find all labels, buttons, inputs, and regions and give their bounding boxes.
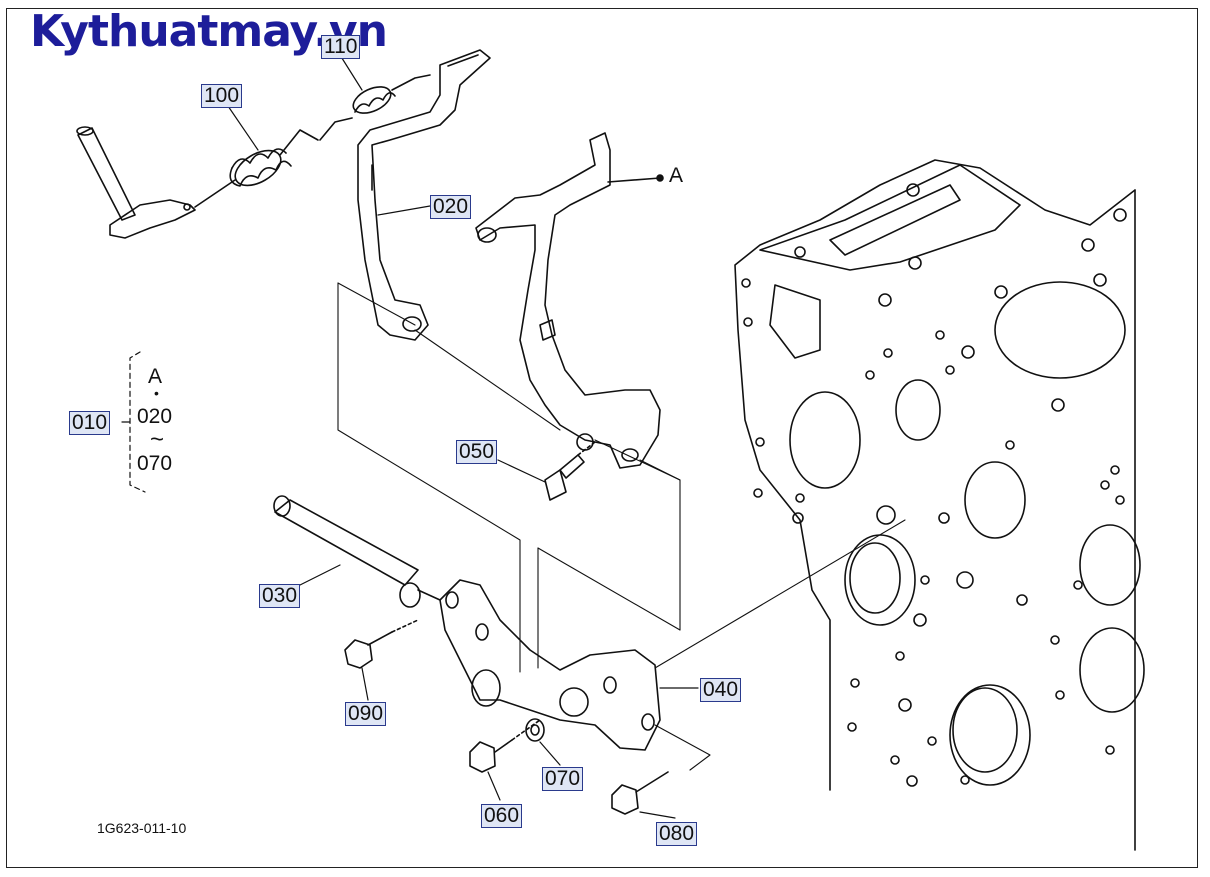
spring-110 bbox=[319, 74, 431, 141]
callout-050[interactable]: 050 bbox=[456, 440, 498, 464]
callout-060[interactable]: 060 bbox=[481, 804, 523, 828]
callout-010[interactable]: 010 bbox=[69, 411, 111, 435]
projection-lines bbox=[337, 282, 906, 771]
reference-letter-a: A bbox=[669, 164, 684, 187]
fork-lever bbox=[475, 132, 661, 469]
spring-100 bbox=[194, 129, 319, 208]
bolt-050 bbox=[544, 441, 596, 501]
washer-070 bbox=[525, 718, 545, 742]
engine-block bbox=[734, 159, 1145, 851]
figure-code: 1G623-011-10 bbox=[97, 820, 187, 836]
callout-080[interactable]: 080 bbox=[656, 822, 698, 846]
assembly-range-tilde: ~ bbox=[150, 426, 165, 453]
callout-070[interactable]: 070 bbox=[542, 767, 584, 791]
callout-100[interactable]: 100 bbox=[201, 84, 243, 108]
bolt-060 bbox=[469, 719, 541, 773]
callout-110[interactable]: 110 bbox=[321, 35, 361, 59]
bolt-080 bbox=[611, 771, 669, 815]
assembly-member-020: 020 bbox=[137, 405, 173, 428]
callout-040[interactable]: 040 bbox=[700, 678, 742, 702]
leader-lines bbox=[227, 54, 699, 819]
callout-030[interactable]: 030 bbox=[259, 584, 301, 608]
diagram-frame bbox=[6, 8, 1198, 868]
shaft-030 bbox=[273, 495, 441, 608]
assembly-member-070: 070 bbox=[137, 452, 173, 475]
assembly-dot: • bbox=[154, 385, 159, 401]
lever-020 bbox=[357, 49, 491, 341]
callout-020[interactable]: 020 bbox=[430, 195, 472, 219]
bolt-090 bbox=[344, 619, 419, 669]
assembly-member-a: A bbox=[148, 365, 163, 388]
bracket-040 bbox=[439, 579, 661, 751]
pivot-shaft-assembly bbox=[76, 126, 196, 239]
callout-090[interactable]: 090 bbox=[345, 702, 387, 726]
